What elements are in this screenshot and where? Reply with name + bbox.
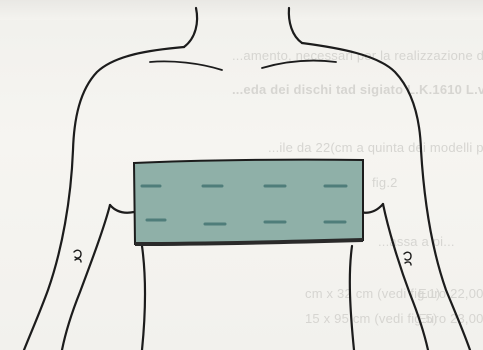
torso-right-side xyxy=(350,246,354,350)
right-elbow-mark xyxy=(404,252,411,260)
right-inner-arm-outline xyxy=(383,204,428,350)
right-elbow-mark xyxy=(405,262,411,265)
neck-right-outline xyxy=(289,8,302,43)
left-elbow-mark xyxy=(74,250,81,258)
left-collarbone xyxy=(150,61,222,70)
chest-band-fill xyxy=(134,160,363,244)
left-elbow-mark xyxy=(75,259,81,262)
neck-left-outline xyxy=(184,8,197,47)
left-inner-arm-outline xyxy=(62,205,110,350)
left-armpit-outline xyxy=(110,205,134,213)
right-collarbone xyxy=(262,61,336,68)
torso-left-side xyxy=(142,246,145,350)
chest-band xyxy=(134,160,363,244)
